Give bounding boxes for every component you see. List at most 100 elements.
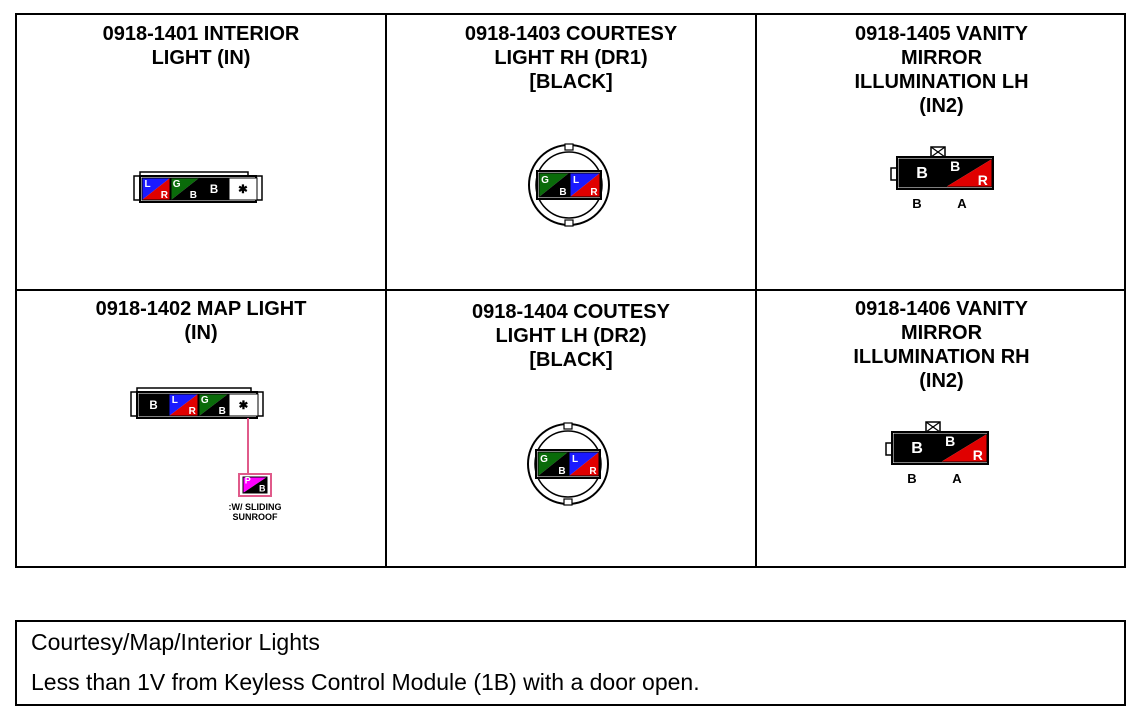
pin-label-top: B (945, 433, 955, 449)
connector-title: 0918-1403 COURTESY LIGHT RH (DR1) [BLACK… (387, 22, 755, 94)
pin-color-bottom (539, 173, 569, 197)
connector-cell-1404: 0918-1404 COUTESY LIGHT LH (DR2) [BLACK]… (387, 291, 755, 568)
pin-label-bottom: R (589, 466, 597, 477)
pin-label-bottom: B (259, 484, 266, 494)
pin-outline (537, 451, 569, 477)
pin-label: B (916, 164, 928, 182)
pin-color-bottom (199, 394, 228, 416)
pin-label-bottom: B (559, 187, 566, 198)
pin-color-bottom (941, 434, 987, 462)
pin-label-bottom: B (558, 466, 565, 477)
title-line: MIRROR (900, 47, 983, 69)
connector-pin: GB (198, 393, 229, 417)
connector-pin: ✱ (228, 177, 258, 201)
pin-outline (170, 177, 200, 201)
connector-title: 0918-1404 COUTESY LIGHT LH (DR2) [BLACK] (387, 300, 755, 372)
title-line: 0918-1406 VANITY (854, 298, 1029, 320)
title-line: (IN2) (919, 95, 964, 117)
pin-name-b: B (912, 196, 921, 211)
connector-pin: B (138, 393, 169, 417)
title-line: LIGHT RH (DR1) (494, 47, 648, 69)
pin-outline (141, 177, 171, 201)
connector-pin: B (199, 177, 229, 201)
pin-label-top: L (573, 175, 579, 186)
title-line: 0918-1401 INTERIOR (102, 23, 300, 45)
notes-box: Courtesy/Map/Interior Lights Less than 1… (15, 620, 1126, 706)
pin-label: B (911, 439, 923, 457)
pin-color-bottom (570, 173, 600, 197)
pin-label-top: L (172, 395, 178, 406)
pin-outline (242, 476, 268, 494)
connector-title: 0918-1405 VANITY MIRROR ILLUMINATION LH … (757, 22, 1126, 118)
pin-label-top: G (173, 179, 181, 190)
connector-pin: ✱ (228, 393, 259, 417)
connector-title: 0918-1401 INTERIOR LIGHT (IN) (17, 22, 385, 70)
pin-fill (228, 393, 259, 417)
pin-label: ✱ (239, 400, 249, 412)
pin-fill (138, 393, 169, 417)
title-line: [BLACK] (529, 349, 613, 371)
option-note-line: :W/ SLIDING (229, 502, 282, 512)
title-line: ILLUMINATION RH (853, 346, 1030, 368)
title-line: 0918-1403 COURTESY (464, 23, 678, 45)
pin-color-bottom (243, 477, 267, 493)
pin-label-top: G (540, 454, 548, 465)
pin-label-bottom: B (219, 406, 226, 417)
pin-outline (569, 172, 601, 198)
connector-pin: GB (170, 177, 200, 201)
connector-pin: GB (537, 451, 569, 477)
pin-name-b: B (907, 471, 916, 486)
pin-color-bottom (569, 452, 599, 476)
pin-label-top: P (245, 476, 251, 486)
option-pin: PB (242, 476, 268, 494)
connector-pin: LR (141, 177, 171, 201)
pin-label-bottom: B (190, 190, 197, 201)
pin-color-bottom (169, 394, 198, 416)
pin-label: ✱ (238, 184, 248, 196)
connector-pin: PB (242, 476, 268, 494)
pin-outline (940, 433, 988, 463)
title-line: 0918-1405 VANITY (854, 23, 1029, 45)
title-line: [BLACK] (529, 71, 613, 93)
connector-title: 0918-1406 VANITY MIRROR ILLUMINATION RH … (757, 297, 1126, 393)
title-line: MIRROR (900, 322, 983, 344)
grid-divider-h (17, 289, 1124, 291)
pin-label-top: L (572, 454, 578, 465)
pin-label: B (149, 400, 157, 412)
pin-color-bottom (142, 178, 170, 200)
pin-outline (538, 172, 570, 198)
pin-label-bottom: R (590, 187, 598, 198)
notes-description: Less than 1V from Keyless Control Module… (31, 669, 700, 695)
title-line: LIGHT LH (DR2) (495, 325, 647, 347)
connector-pin: BR (940, 433, 988, 463)
pin-color-bottom (538, 452, 568, 476)
connector-cell-1403: 0918-1403 COURTESY LIGHT RH (DR1) [BLACK… (387, 15, 755, 289)
pin-fill (898, 158, 946, 188)
option-note-line: SUNROOF (233, 512, 279, 522)
title-line: LIGHT (IN) (151, 47, 251, 69)
pin-outline (568, 451, 600, 477)
pin-label-top: G (541, 175, 549, 186)
connector-pin: LR (168, 393, 199, 417)
pin-label-bottom: R (189, 406, 197, 417)
title-line: 0918-1402 MAP LIGHT (95, 298, 307, 320)
pin-color-bottom (171, 178, 199, 200)
pin-name-a: A (957, 196, 967, 211)
pin-label-top: G (201, 395, 209, 406)
connector-pin: GB (538, 172, 570, 198)
connector-cell-1406: 0918-1406 VANITY MIRROR ILLUMINATION RH … (757, 291, 1126, 568)
title-line: (IN2) (919, 370, 964, 392)
connector-cell-1405: 0918-1405 VANITY MIRROR ILLUMINATION LH … (757, 15, 1126, 289)
pin-fill (199, 177, 229, 201)
